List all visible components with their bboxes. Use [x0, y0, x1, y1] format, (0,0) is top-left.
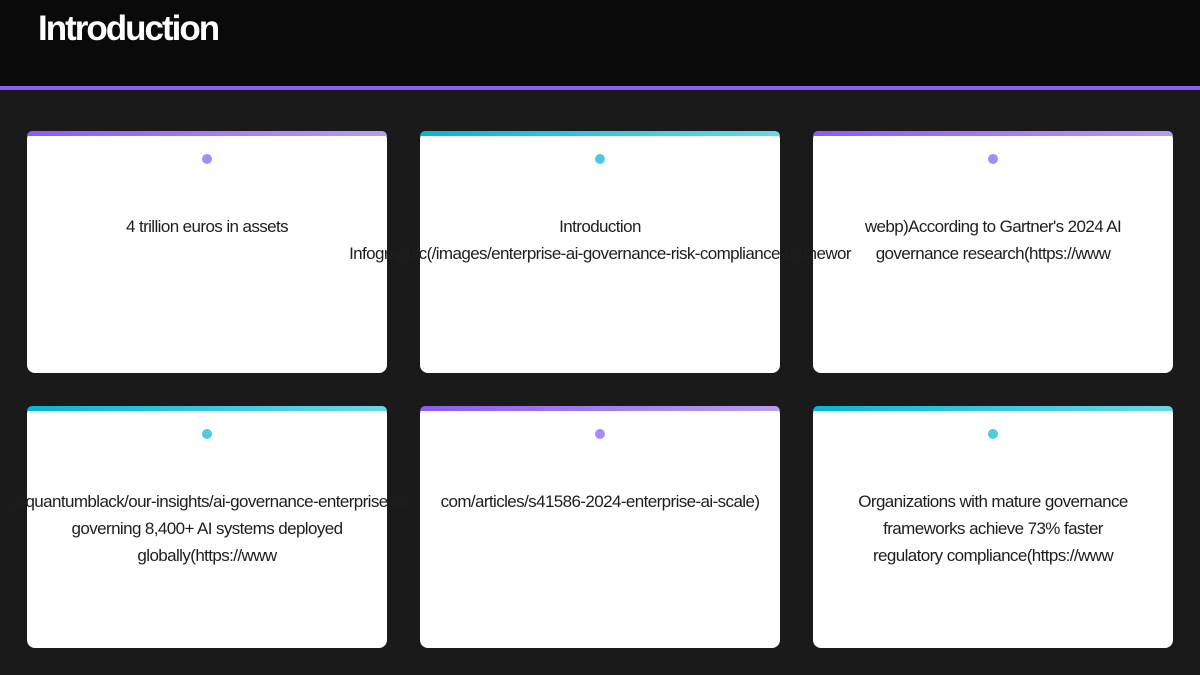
info-card: com/articles/s41586-2024-enterprise-ai-s…	[420, 406, 780, 648]
card-text-line: governance research(https://www	[875, 244, 1111, 263]
card-text-line: Introduction	[559, 217, 641, 236]
card-accent-bar	[813, 131, 1173, 136]
card-text: es/quantumblack/our-insights/ai-governan…	[5, 488, 410, 569]
header-divider	[0, 86, 1200, 90]
card-text: com/articles/s41586-2024-enterprise-ai-s…	[420, 488, 780, 515]
page-title: Introduction	[38, 9, 220, 48]
bullet-dot-icon	[202, 154, 212, 164]
card-accent-bar	[27, 131, 387, 136]
card-text: webp)According to Gartner's 2024 AI gover…	[813, 213, 1173, 267]
card-text-line: frameworks achieve 73% faster	[883, 519, 1103, 538]
card-text-line: webp)According to Gartner's 2024 AI	[864, 217, 1122, 236]
info-card: es/quantumblack/our-insights/ai-governan…	[5, 406, 410, 648]
header: Introduction	[0, 0, 1200, 86]
info-card: webp)According to Gartner's 2024 AI gover…	[813, 131, 1173, 373]
card-text-line: es/quantumblack/our-insights/ai-governan…	[4, 492, 410, 511]
bullet-dot-icon	[595, 429, 605, 439]
card-text-line: Organizations with mature governance	[858, 492, 1128, 511]
bullet-dot-icon	[988, 154, 998, 164]
card-text-line: 4 trillion euros in assets	[125, 217, 289, 236]
card-text-line: governing 8,400+ AI systems deployed	[71, 519, 344, 538]
card-accent-bar	[420, 406, 780, 411]
card-text: Organizations with mature governance fram…	[813, 488, 1173, 569]
card-text-line: globally(https://www	[137, 546, 277, 565]
info-card: 4 trillion euros in assets	[27, 131, 387, 373]
bullet-dot-icon	[988, 429, 998, 439]
card-text: 4 trillion euros in assets	[27, 213, 387, 240]
card-text-line: Infographic(/images/enterprise-ai-govern…	[349, 244, 851, 263]
info-card: Organizations with mature governance fram…	[813, 406, 1173, 648]
card-text-line: regulatory compliance(https://www	[872, 546, 1114, 565]
card-text-line: com/articles/s41586-2024-enterprise-ai-s…	[440, 492, 760, 511]
bullet-dot-icon	[202, 429, 212, 439]
bullet-dot-icon	[595, 154, 605, 164]
card-accent-bar	[813, 406, 1173, 411]
card-accent-bar	[27, 406, 387, 411]
card-accent-bar	[420, 131, 780, 136]
